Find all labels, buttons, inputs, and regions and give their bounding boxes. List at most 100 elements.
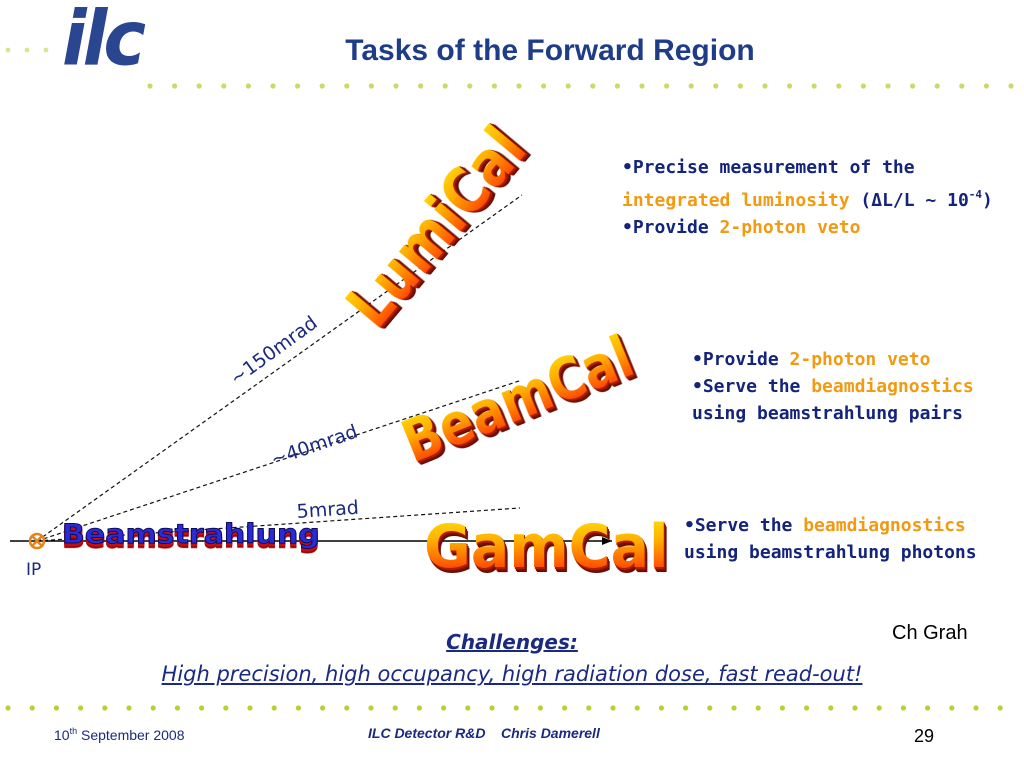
exponent: -4 bbox=[968, 188, 983, 201]
decor-dot bbox=[126, 705, 132, 711]
decor-dot bbox=[959, 83, 965, 89]
decor-dot bbox=[53, 705, 60, 711]
decor-dot bbox=[731, 705, 737, 711]
decor-dot bbox=[29, 705, 35, 711]
decor-dot bbox=[658, 705, 665, 711]
integrated-luminosity-text: integrated luminosity bbox=[622, 190, 850, 211]
ilc-logo: ilc bbox=[60, 0, 150, 86]
decor-dot bbox=[393, 83, 399, 89]
lumical-line-3: •Provide 2-photon veto bbox=[622, 214, 993, 241]
decor-dot bbox=[223, 705, 229, 711]
header-dots-top-left bbox=[5, 47, 49, 53]
beam-arrowhead bbox=[602, 537, 612, 545]
beamcal-line-1: •Provide 2-photon veto bbox=[692, 346, 974, 373]
decor-dot bbox=[199, 705, 205, 711]
decor-dot bbox=[925, 705, 931, 711]
decor-dot bbox=[779, 705, 786, 711]
gamcal-line-2: using beamstrahlung photons bbox=[684, 542, 977, 563]
decor-dot bbox=[639, 83, 645, 89]
decor-dot bbox=[270, 83, 276, 89]
decor-dot bbox=[147, 83, 153, 89]
decor-dot bbox=[610, 705, 616, 711]
page-number: 29 bbox=[914, 726, 935, 746]
decor-dot bbox=[247, 705, 253, 711]
decor-dot bbox=[688, 83, 694, 89]
decor-dot bbox=[590, 83, 596, 89]
logo-text: ilc bbox=[62, 0, 146, 83]
decor-dot bbox=[852, 705, 858, 711]
decor-dot bbox=[295, 83, 301, 89]
decor-dot bbox=[885, 83, 891, 89]
decor-dot bbox=[983, 83, 990, 89]
decor-dot bbox=[245, 83, 251, 89]
date-day: 10 bbox=[54, 727, 70, 743]
decor-dot bbox=[562, 705, 568, 711]
decor-dot bbox=[683, 705, 689, 711]
beamcal-line-3: using beamstrahlung pairs bbox=[692, 403, 963, 424]
decor-dot bbox=[811, 83, 817, 89]
lumical-description: •Precise measurement of the integrated l… bbox=[622, 154, 993, 241]
decor-dot bbox=[634, 705, 640, 711]
beamstrahlung-label: Beamstrahlung bbox=[62, 518, 321, 550]
decor-dot bbox=[516, 83, 522, 89]
footer-date: 10th September 2008 bbox=[54, 726, 185, 743]
decor-dot bbox=[172, 83, 178, 89]
line-150mrad bbox=[36, 194, 523, 542]
challenges-text: High precision, high occupancy, high rad… bbox=[161, 662, 863, 686]
credit-text: Ch Grah bbox=[892, 622, 968, 644]
decor-dot bbox=[586, 705, 592, 711]
serve-text: •Serve the bbox=[684, 515, 804, 536]
decor-dot bbox=[467, 83, 473, 89]
page-title: Tasks of the Forward Region bbox=[345, 34, 755, 67]
decor-dot bbox=[150, 705, 156, 711]
decor-dot bbox=[392, 705, 398, 711]
decor-dot bbox=[1008, 83, 1014, 89]
decor-dot bbox=[174, 705, 180, 711]
date-suffix: th bbox=[69, 726, 78, 736]
serve-text: •Serve the bbox=[692, 376, 812, 397]
decor-dot bbox=[787, 83, 793, 89]
provide-text: •Provide bbox=[622, 217, 720, 238]
decor-dot bbox=[836, 83, 842, 89]
decor-dot bbox=[900, 705, 907, 711]
decor-dot bbox=[196, 83, 202, 89]
decor-dot bbox=[762, 83, 768, 89]
decor-dot bbox=[934, 83, 940, 89]
decor-dot bbox=[876, 705, 882, 711]
decor-dot bbox=[368, 705, 374, 711]
gamcal-line-1: •Serve the beamdiagnostics bbox=[684, 512, 977, 539]
decor-dot bbox=[489, 705, 495, 711]
gamcal-description: •Serve the beamdiagnostics using beamstr… bbox=[684, 512, 977, 566]
provide-text: •Provide bbox=[692, 349, 790, 370]
line-5mrad bbox=[36, 507, 521, 542]
decor-dot bbox=[860, 83, 867, 89]
decor-dot bbox=[541, 83, 547, 89]
decor-dot bbox=[221, 83, 227, 89]
lumical-line-1: •Precise measurement of the bbox=[622, 157, 915, 178]
decor-dot bbox=[102, 705, 108, 711]
decor-dot bbox=[973, 705, 979, 711]
decor-dot bbox=[416, 705, 422, 711]
lumical-precision-text: (ΔL/L ~ 10 bbox=[849, 190, 969, 211]
decor-dot bbox=[664, 83, 670, 89]
decor-dot bbox=[418, 83, 424, 89]
date-rest: September 2008 bbox=[77, 727, 185, 743]
two-photon-veto-text: 2-photon veto bbox=[789, 349, 931, 370]
decor-dot bbox=[368, 83, 374, 89]
decor-dot bbox=[804, 705, 810, 711]
beamcal-description: •Provide 2-photon veto •Serve the beamdi… bbox=[692, 346, 974, 427]
decor-dot bbox=[737, 83, 744, 89]
decor-dot bbox=[295, 705, 301, 711]
decor-dot bbox=[713, 83, 719, 89]
decor-dot bbox=[707, 705, 713, 711]
decor-dot bbox=[271, 705, 277, 711]
decor-dot bbox=[513, 705, 519, 711]
ip-symbol bbox=[28, 532, 46, 550]
beamcal-line-2: •Serve the beamdiagnostics bbox=[692, 373, 974, 400]
decor-dot bbox=[949, 705, 955, 711]
gamcal-label: GamCal bbox=[424, 512, 669, 582]
decor-dot bbox=[465, 705, 471, 711]
challenges-heading: Challenges: bbox=[446, 630, 578, 654]
footer-dots-line bbox=[5, 705, 1003, 711]
